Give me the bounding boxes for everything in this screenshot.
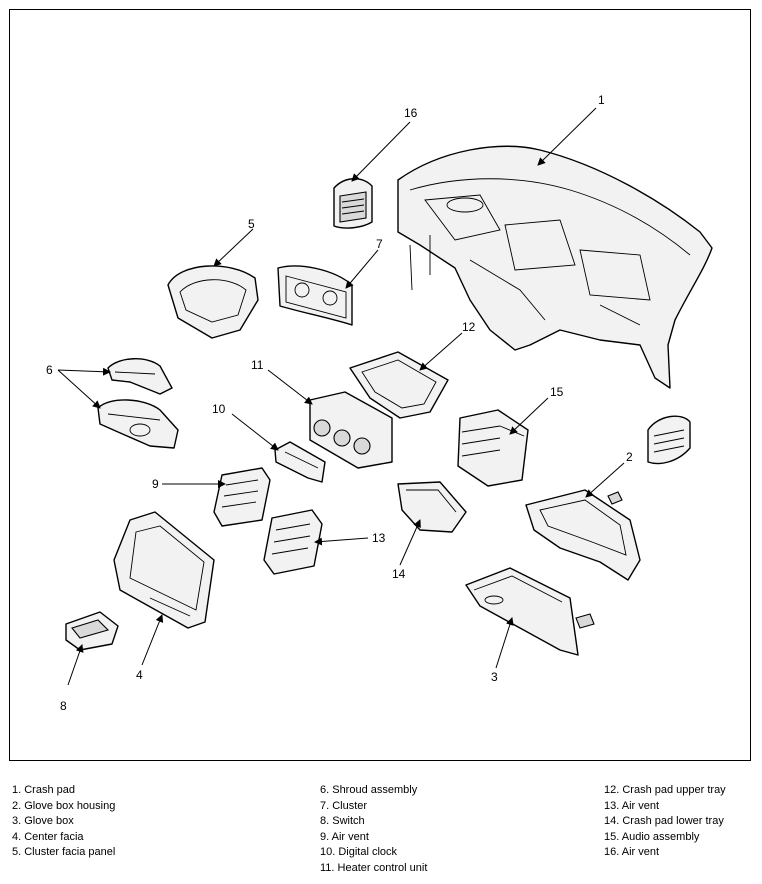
legend-item: 8. Switch: [320, 815, 365, 827]
legend-item: 15. Audio assembly: [604, 830, 700, 843]
legend-item: 9. Air vent: [320, 830, 369, 843]
legend-item: 6. Shroud assembly: [320, 784, 418, 796]
legend-item: 7. Cluster: [320, 799, 368, 812]
callout-8: 8: [60, 699, 67, 713]
cluster-facia-panel-drawing: [167, 265, 259, 339]
callout-1: 1: [598, 93, 605, 107]
callout-13: 13: [372, 531, 386, 545]
air-vent-13-drawing: [263, 509, 323, 575]
callout-15: 15: [550, 385, 564, 399]
glove-box-housing-drawing: [525, 415, 691, 581]
callout-6: 6: [46, 363, 53, 377]
heater-control-unit-drawing: [309, 391, 393, 469]
callout-10: 10: [212, 402, 226, 416]
diagram-frame: [9, 9, 751, 761]
callout-4: 4: [136, 668, 143, 682]
legend-item: 13. Air vent: [604, 799, 660, 812]
callout-5: 5: [248, 217, 255, 231]
callout-16: 16: [404, 106, 418, 120]
glove-box-drawing: [465, 567, 595, 656]
switch-drawing: [65, 611, 119, 651]
legend-item: 1. Crash pad: [12, 784, 75, 796]
legend-column-3: 12. Crash pad upper tray 13. Air vent 14…: [604, 783, 726, 861]
audio-assembly-drawing: [457, 409, 529, 487]
callout-numbers: 1 2 3 4 5 6 7 8 9 10 11 12 13 14 15 16: [46, 93, 633, 713]
cluster-drawing: [277, 265, 353, 326]
callout-11: 11: [251, 358, 264, 372]
shroud-assembly-drawing: [97, 358, 179, 449]
center-facia-drawing: [113, 511, 215, 629]
legend-item: 11. Heater control unit: [320, 861, 428, 874]
leader-lines: [57, 107, 625, 686]
legend-item: 4. Center facia: [12, 830, 84, 843]
legend-item: 12. Crash pad upper tray: [604, 784, 726, 796]
legend-item: 14. Crash pad lower tray: [604, 815, 724, 827]
callout-7: 7: [376, 237, 383, 251]
callout-2: 2: [626, 450, 633, 464]
air-vent-16-drawing: [333, 178, 373, 229]
legend-item: 16. Air vent: [604, 846, 660, 858]
callout-14: 14: [392, 567, 406, 581]
legend-item: 2. Glove box housing: [12, 799, 116, 812]
callout-3: 3: [491, 670, 498, 684]
crash-pad-lower-tray-drawing: [397, 481, 467, 533]
air-vent-9-drawing: [213, 467, 271, 527]
legend-column-2: 6. Shroud assembly 7. Cluster 8. Switch …: [320, 783, 427, 876]
digital-clock-drawing: [274, 441, 326, 483]
crash-pad-drawing: [397, 145, 713, 389]
callout-12: 12: [462, 320, 476, 334]
legend-item: 3. Glove box: [12, 815, 74, 827]
legend-item: 5. Cluster facia panel: [12, 846, 116, 858]
callout-9: 9: [152, 477, 159, 491]
legend-column-1: 1. Crash pad 2. Glove box housing 3. Glo…: [12, 783, 115, 861]
legend-item: 10. Digital clock: [320, 846, 398, 858]
